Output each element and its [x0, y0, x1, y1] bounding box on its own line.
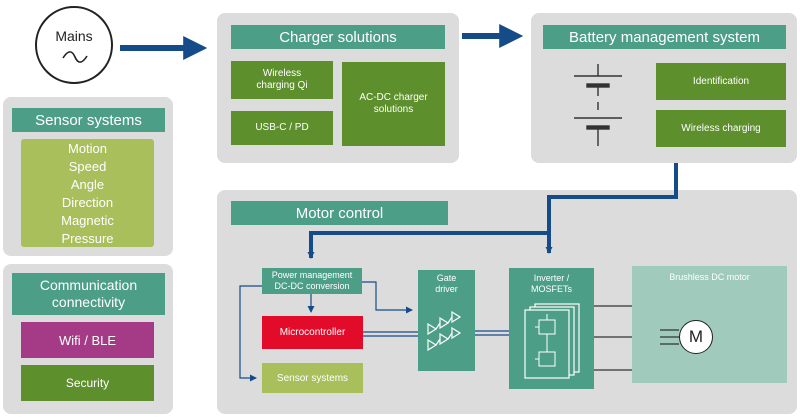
charger-wireless-qi: Wireless charging Qi	[231, 61, 333, 99]
main-flow-arrows	[120, 24, 678, 259]
ac-wave-icon	[62, 51, 88, 63]
bldc-motor-box: Brushless DC motor M	[632, 266, 787, 383]
charger-acdc: AC-DC charger solutions	[342, 62, 445, 146]
bms-wireless-charging: Wireless charging	[656, 110, 786, 147]
motor-symbol-letter: M	[688, 327, 704, 346]
bldc-motor-label: Brushless DC motor	[669, 272, 750, 282]
sensor-item: Speed	[68, 159, 107, 174]
mosfet-stack-icon	[524, 303, 580, 379]
bms-identification: Identification	[656, 63, 786, 100]
sensor-item: Angle	[70, 177, 105, 192]
gate-driver-box: Gate driver	[418, 270, 475, 371]
gate-driver-label: Gate driver	[435, 273, 458, 294]
motor-sensor-systems-box: Sensor systems	[262, 363, 363, 393]
microcontroller-box: Microcontroller	[262, 316, 363, 349]
mains-label: Mains	[55, 28, 93, 44]
charger-usbc-pd: USB-C / PD	[231, 111, 333, 145]
gate-driver-icon	[427, 310, 462, 352]
comm-wifi-ble: Wifi / BLE	[21, 322, 154, 358]
comm-security: Security	[21, 365, 154, 401]
inverter-box: Inverter / MOSFETs	[509, 268, 594, 389]
inverter-label: Inverter / MOSFETs	[530, 273, 572, 294]
motor-title: Motor control	[231, 201, 448, 225]
internal-lines	[239, 281, 509, 382]
motor-symbol: M	[679, 320, 713, 354]
mains-circle: Mains	[35, 6, 113, 84]
sensor-title: Sensor systems	[12, 108, 165, 132]
sensor-item: Magnetic	[61, 213, 114, 228]
power-management-box: Power management DC-DC conversion	[262, 268, 362, 294]
sensor-item: Direction	[61, 195, 114, 210]
sensor-items-box: Motion Speed Angle Direction Magnetic Pr…	[21, 139, 154, 247]
sensor-item: Motion	[67, 141, 108, 156]
sensor-item: Pressure	[61, 231, 114, 246]
charger-title: Charger solutions	[231, 25, 445, 49]
motor-phase-lines	[594, 305, 679, 371]
bms-title: Battery management system	[543, 25, 786, 49]
comm-title: Communication connectivity	[12, 273, 165, 315]
battery-icon	[574, 64, 622, 146]
